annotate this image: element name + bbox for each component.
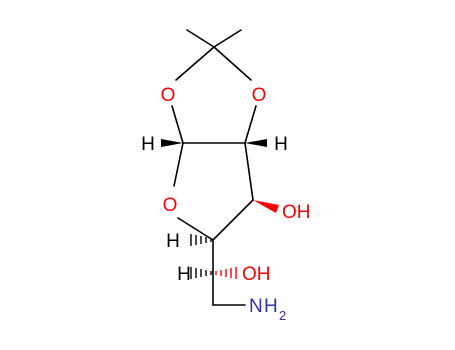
wedge-c3-oh (253, 200, 279, 213)
atom-o1: O (161, 85, 176, 106)
hash-c5-h (190, 267, 212, 279)
atom-h-c2: H (274, 134, 288, 155)
atom-n: N (249, 296, 263, 317)
bond-cme2-o2 (213, 46, 252, 81)
bond-o1-c1 (171, 105, 184, 144)
atom-h-c1: H (141, 134, 155, 155)
bond-methyl-left (186, 29, 215, 48)
atom-oh-c5: OH (242, 264, 271, 285)
bond-cme2-o1 (175, 46, 215, 81)
bond-o2-c2 (244, 105, 257, 144)
bond-c2-c3 (244, 142, 254, 201)
bond-methyl-right (213, 29, 242, 48)
atom-o-ring: O (163, 195, 178, 216)
atom-h-c4: H (166, 231, 180, 252)
bond-c1-oring (173, 142, 184, 187)
bond-oring-c4 (177, 217, 214, 241)
wedge-c2-h (245, 139, 267, 147)
atom-n-h: H (264, 296, 278, 317)
atom-h-c5: H (177, 264, 191, 285)
atom-oh-c3: OH (282, 202, 311, 223)
atom-n-subscript: 2 (279, 308, 286, 323)
hash-c4-h (190, 234, 212, 246)
bond-c3-c4 (212, 199, 254, 241)
hash-c5-oh (215, 267, 237, 279)
atom-o2: O (252, 85, 267, 106)
wedge-c1-h (161, 139, 183, 147)
